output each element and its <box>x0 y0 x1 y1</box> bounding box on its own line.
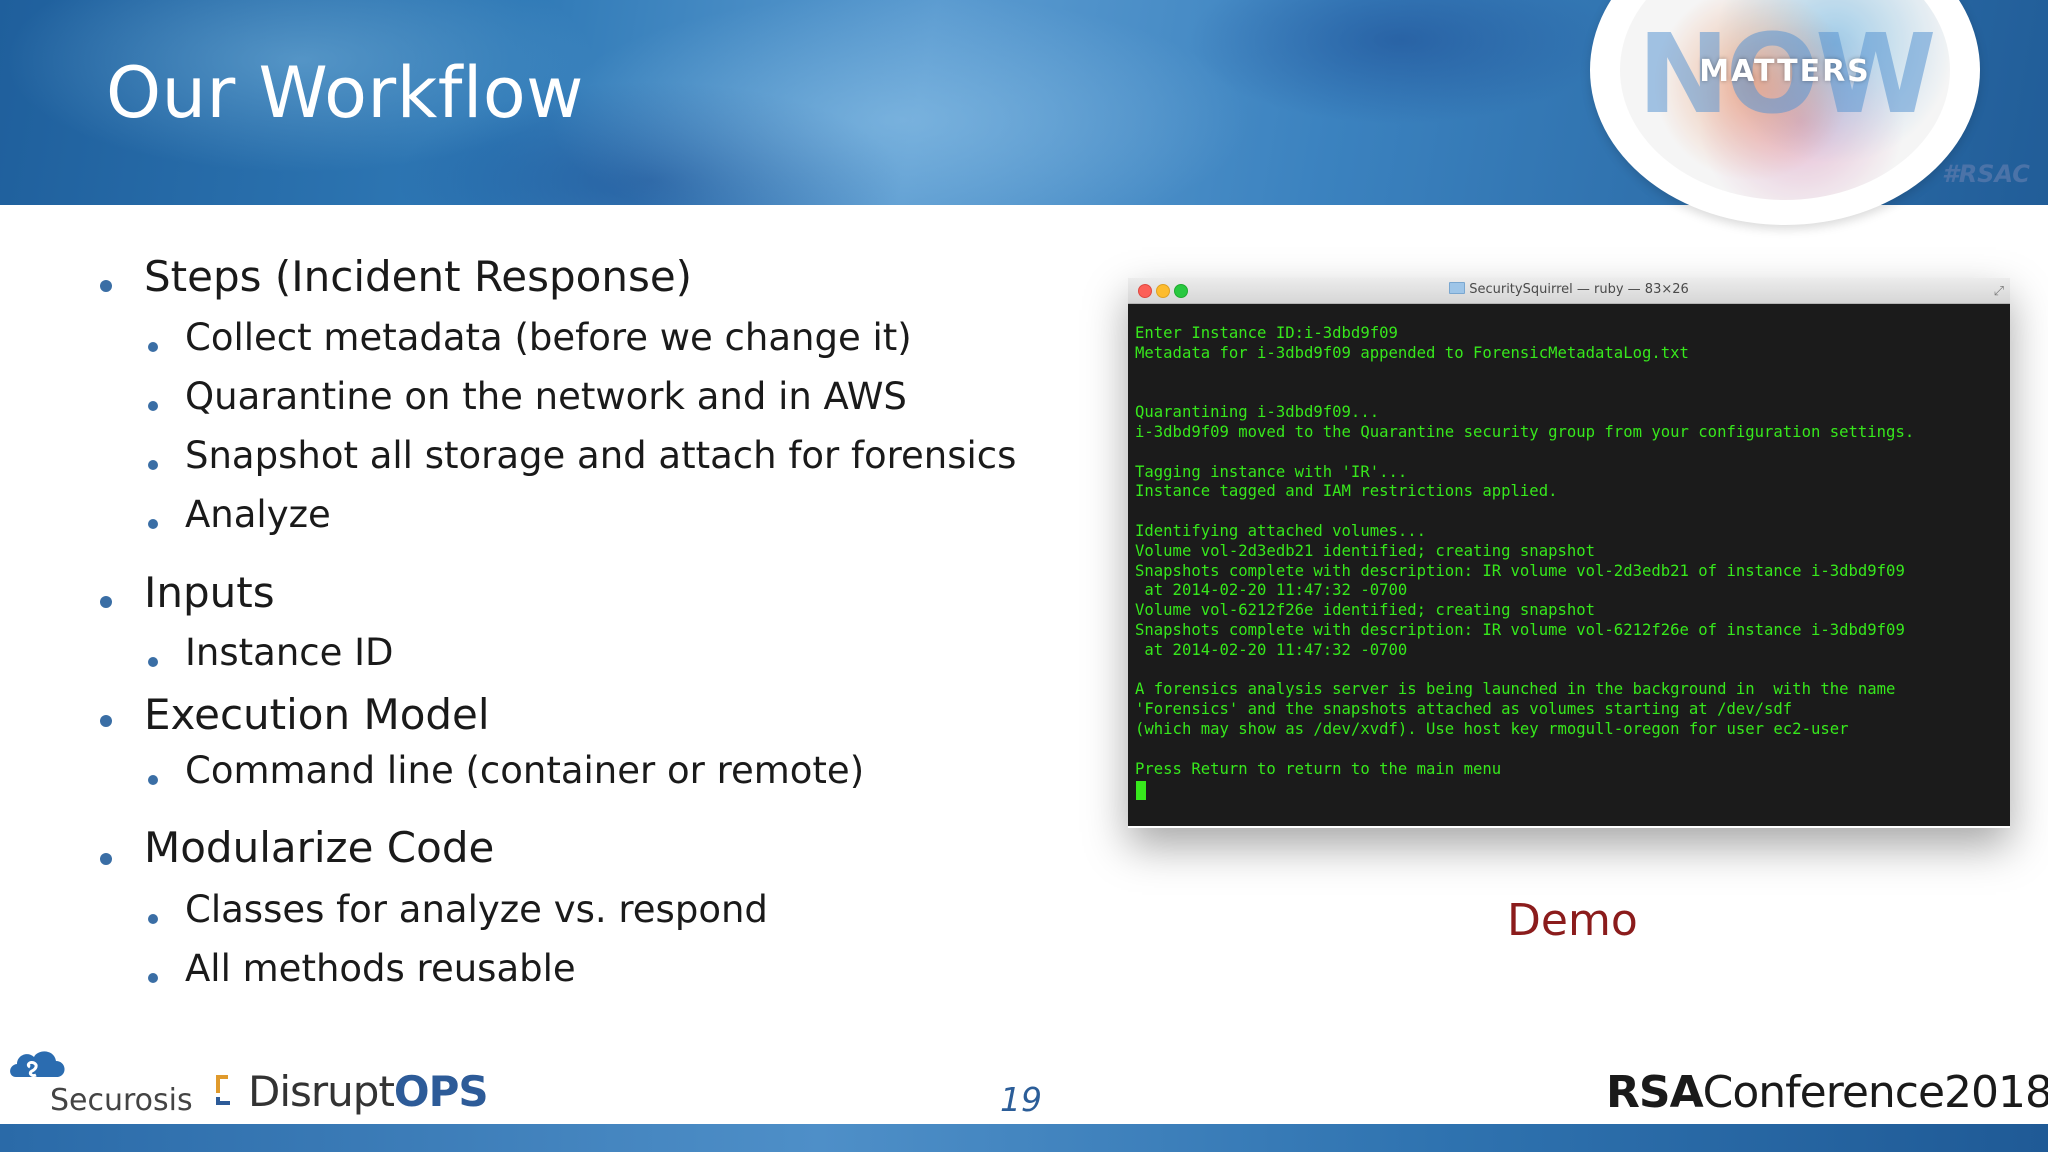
sub-bullet-dot <box>148 973 158 983</box>
sub-bullet-dot <box>148 519 158 529</box>
bullet-dot <box>100 853 112 865</box>
sub-bullet-reusable: All methods reusable <box>185 947 576 990</box>
bullet-steps: Steps (Incident Response) <box>144 252 693 301</box>
terminal-line: 'Forensics' and the snapshots attached a… <box>1135 700 1793 719</box>
terminal-line: Volume vol-6212f26e identified; creating… <box>1135 601 1596 620</box>
terminal-line <box>1135 443 1914 463</box>
sub-bullet-instance-id: Instance ID <box>185 631 394 674</box>
terminal-line: Identifying attached volumes... <box>1135 521 1427 540</box>
securosis-logo-text: Securosis <box>50 1083 193 1118</box>
disruptops-logo-part1: Disrupt <box>248 1067 395 1116</box>
disruptops-logo-icon <box>216 1075 230 1105</box>
terminal-line: Tagging instance with 'IR'... <box>1135 462 1408 481</box>
bullet-inputs: Inputs <box>144 568 275 617</box>
terminal-line: Enter Instance ID:i-3dbd9f09 <box>1135 324 1398 342</box>
terminal-line: Snapshots complete with description: IR … <box>1135 620 1905 639</box>
terminal-titlebar[interactable]: SecuritySquirrel — ruby — 83×26 ⤢ <box>1128 278 2010 304</box>
terminal-line: Press Return to return to the main menu <box>1135 759 1502 778</box>
bullet-dot <box>100 715 112 727</box>
terminal-line <box>1135 383 1914 403</box>
sub-bullet-dot <box>148 775 158 785</box>
sub-bullet-command-line: Command line (container or remote) <box>185 749 865 792</box>
folder-icon <box>1449 282 1466 294</box>
terminal-cursor <box>1136 781 1146 800</box>
rsa-logo-part2: Conference2018 <box>1702 1067 2048 1118</box>
terminal-line: at 2014-02-20 11:47:32 -0700 <box>1135 640 1408 659</box>
sub-bullet-dot <box>148 914 158 924</box>
rsa-logo-part1: RSA <box>1606 1067 1704 1118</box>
badge-now-text: NOW <box>1637 10 1937 138</box>
bullet-dot <box>100 596 112 608</box>
fullscreen-icon[interactable]: ⤢ <box>1993 283 2004 298</box>
bullet-dot <box>100 280 112 292</box>
terminal-line: (which may show as /dev/xvdf). Use host … <box>1135 719 1849 738</box>
terminal-line <box>1135 740 1914 760</box>
sub-bullet-dot <box>148 460 158 470</box>
slide-title: Our Workflow <box>106 52 584 134</box>
zoom-window-button[interactable] <box>1174 284 1188 298</box>
terminal-title: SecuritySquirrel — ruby — 83×26 <box>1128 282 2010 297</box>
footer-band <box>0 1124 2048 1152</box>
terminal-line: Quarantining i-3dbd9f09... <box>1135 403 1380 422</box>
terminal-line: Instance tagged and IAM restrictions app… <box>1135 482 1558 501</box>
terminal-line <box>1135 502 1914 522</box>
badge-hashtag: #RSAC <box>1942 160 2030 188</box>
sub-bullet-dot <box>148 342 158 352</box>
sub-bullet-dot <box>148 657 158 667</box>
terminal-line <box>1135 661 1914 681</box>
sub-bullet-snapshot: Snapshot all storage and attach for fore… <box>185 434 1017 477</box>
terminal-line: at 2014-02-20 11:47:32 -0700 <box>1135 581 1408 600</box>
terminal-line: i-3dbd9f09 moved to the Quarantine secur… <box>1135 422 1915 441</box>
demo-label: Demo <box>1507 895 1638 946</box>
disruptops-logo-text: DisruptOPS <box>248 1067 489 1116</box>
minimize-window-button[interactable] <box>1156 284 1170 298</box>
disruptops-logo-part2: OPS <box>393 1067 489 1116</box>
sub-bullet-classes: Classes for analyze vs. respond <box>185 888 768 931</box>
bullet-modularize: Modularize Code <box>144 823 495 872</box>
sub-bullet-quarantine: Quarantine on the network and in AWS <box>185 375 907 418</box>
badge-matters-text: MATTERS <box>1699 54 1871 89</box>
terminal-line: A forensics analysis server is being lau… <box>1135 680 1896 699</box>
page-number: 19 <box>1000 1080 1042 1119</box>
rsa-conference-logo: RSAConference2018 <box>1606 1067 2048 1118</box>
sub-bullet-analyze: Analyze <box>185 493 331 536</box>
terminal-line: Snapshots complete with description: IR … <box>1135 561 1905 580</box>
close-window-button[interactable] <box>1138 284 1152 298</box>
terminal-title-text: SecuritySquirrel — ruby — 83×26 <box>1469 282 1689 297</box>
terminal-line <box>1135 364 1914 384</box>
terminal-line: Volume vol-2d3edb21 identified; creating… <box>1135 541 1596 560</box>
sub-bullet-dot <box>148 401 158 411</box>
securosis-logo-icon <box>10 1051 65 1077</box>
badge-artwork <box>1620 0 1950 200</box>
bullet-execution: Execution Model <box>144 690 490 739</box>
sub-bullet-collect: Collect metadata (before we change it) <box>185 316 912 359</box>
terminal-line: Metadata for i-3dbd9f09 appended to Fore… <box>1135 343 1689 362</box>
